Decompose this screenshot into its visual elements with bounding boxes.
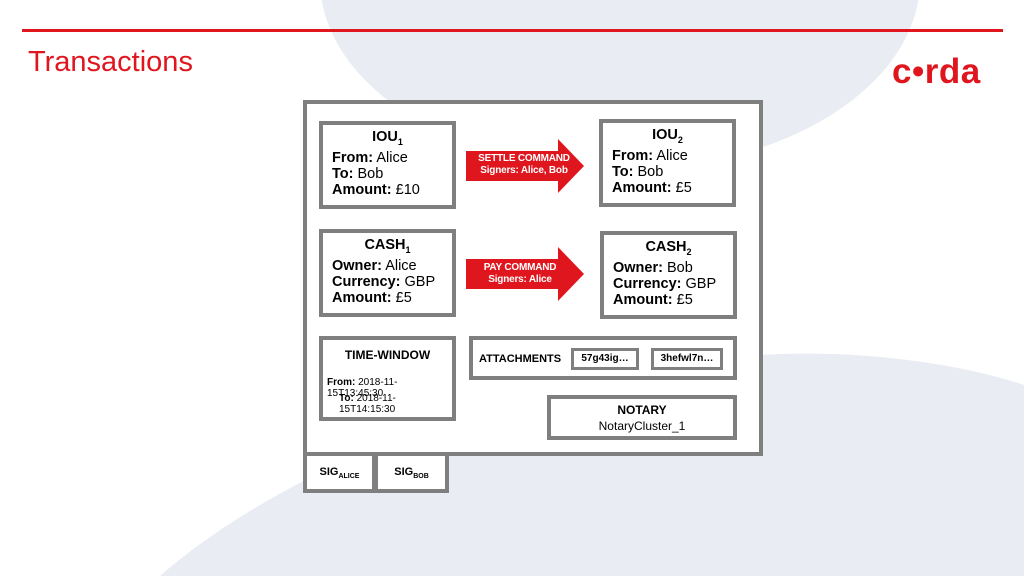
corda-logo: c•rda xyxy=(892,52,981,91)
attachments-title: ATTACHMENTS xyxy=(479,353,562,365)
attachment-hash-1: 57g43ig… xyxy=(571,348,639,370)
notary-box: NOTARY NotaryCluster_1 xyxy=(547,395,737,440)
settle-command-arrow xyxy=(466,139,584,193)
header-rule xyxy=(22,29,1003,32)
background-curve-bottom xyxy=(160,353,1024,576)
cash2-output-state: CASH2 Owner: Bob Currency: GBP Amount: £… xyxy=(600,231,737,319)
time-window-from: From: 2018-11-15T13:45:30 xyxy=(327,377,398,399)
pay-command-label: PAY COMMAND Signers: Alice xyxy=(470,262,570,286)
cash1-input-state: CASH1 Owner: Alice Currency: GBP Amount:… xyxy=(319,229,456,317)
iou2-to: To: Bob xyxy=(612,163,664,180)
notary-name: NotaryCluster_1 xyxy=(598,419,686,433)
cash2-currency: Currency: GBP xyxy=(613,275,717,292)
settle-command-title: SETTLE COMMAND xyxy=(478,153,570,164)
cash2-owner: Owner: Bob xyxy=(613,259,693,276)
attachments-box: ATTACHMENTS 57g43ig… 3hefwl7n… xyxy=(469,336,737,380)
iou1-amount: Amount: £10 xyxy=(332,181,420,198)
time-window-to: To: 2018-11-15T14:15:30 xyxy=(339,393,396,415)
pay-arrow-shape xyxy=(466,247,584,301)
pay-command-signers: Signers: Alice xyxy=(488,274,552,285)
iou1-header: IOU1 xyxy=(372,129,403,147)
cash2-header: CASH2 xyxy=(645,239,692,257)
signature-bob: SIGBOB xyxy=(374,452,449,493)
time-window-title: TIME-WINDOW xyxy=(344,348,431,362)
notary-title: NOTARY xyxy=(617,403,667,417)
settle-command-signers: Signers: Alice, Bob xyxy=(480,165,568,176)
iou1-to: To: Bob xyxy=(332,165,384,182)
attachment-hash-2: 3hefwl7n… xyxy=(651,348,723,370)
iou2-header: IOU2 xyxy=(652,127,683,145)
cash2-amount: Amount: £5 xyxy=(613,291,693,308)
iou1-from: From: Alice xyxy=(332,149,408,166)
time-window-box: TIME-WINDOW From: 2018-11-15T13:45:30 To… xyxy=(319,336,456,421)
settle-command-label: SETTLE COMMAND Signers: Alice, Bob xyxy=(470,153,578,177)
cash1-amount: Amount: £5 xyxy=(332,289,412,306)
pay-command-arrow xyxy=(466,247,584,301)
iou1-input-state: IOU1 From: Alice To: Bob Amount: £10 xyxy=(319,121,456,209)
iou2-from: From: Alice xyxy=(612,147,688,164)
cash1-owner: Owner: Alice xyxy=(332,257,417,274)
pay-command-title: PAY COMMAND xyxy=(483,262,557,273)
iou2-output-state: IOU2 From: Alice To: Bob Amount: £5 xyxy=(599,119,736,207)
page-title: Transactions xyxy=(28,46,193,78)
cash1-currency: Currency: GBP xyxy=(332,273,436,290)
signature-alice: SIGALICE xyxy=(303,452,376,493)
iou2-amount: Amount: £5 xyxy=(612,179,692,196)
settle-arrow-shape xyxy=(466,139,584,193)
cash1-header: CASH1 xyxy=(364,237,411,255)
